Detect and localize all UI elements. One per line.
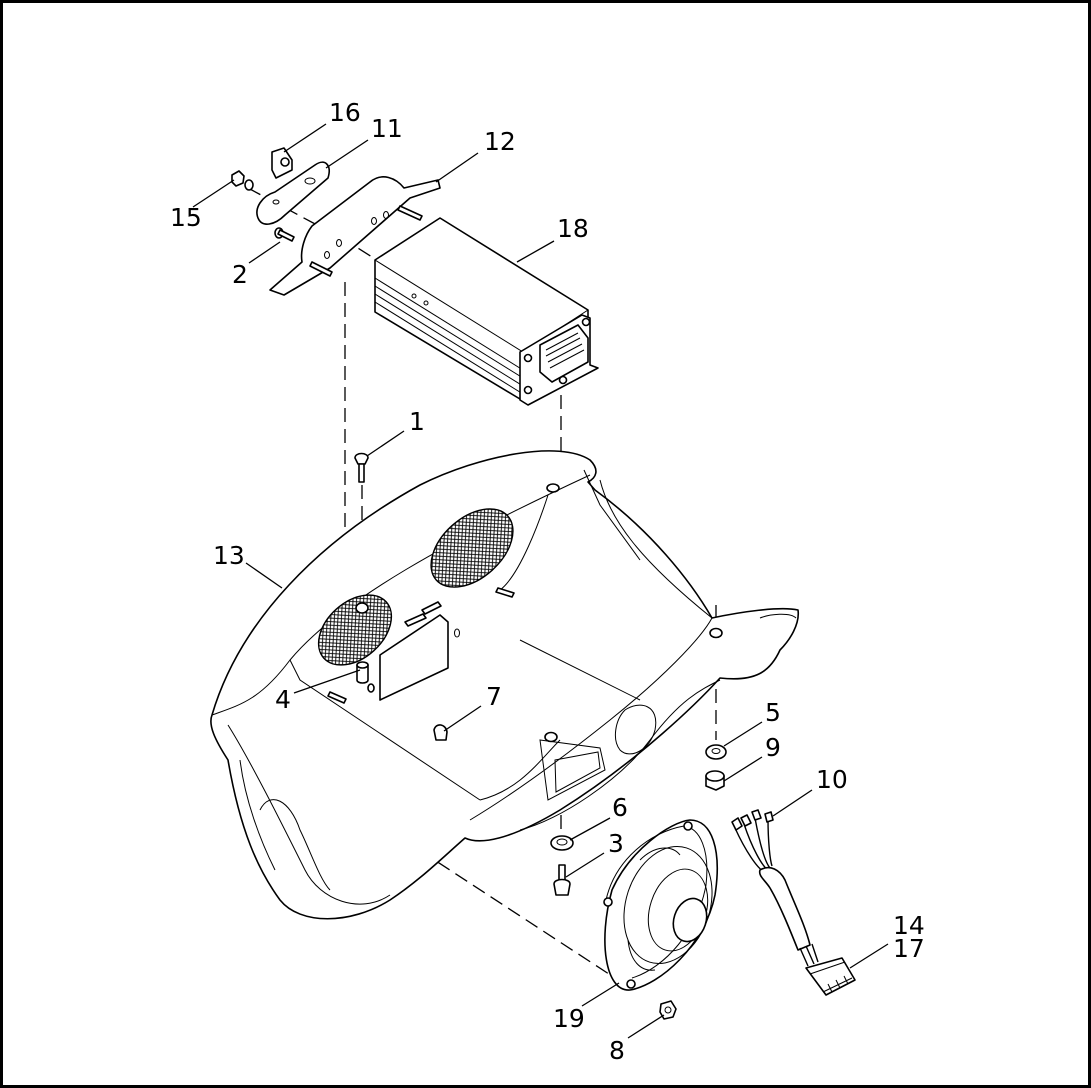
callout-1: 1	[409, 407, 425, 436]
screw-2	[274, 227, 295, 242]
callout-2: 2	[232, 260, 248, 289]
callout-19: 19	[553, 1004, 585, 1033]
callout-12: 12	[484, 127, 516, 156]
wire-harness	[731, 809, 856, 996]
stud-set	[327, 587, 515, 704]
mounting-plate	[256, 161, 330, 225]
callout-10: 10	[816, 765, 848, 794]
callout-13: 13	[213, 541, 245, 570]
nut-9	[705, 770, 725, 791]
callout-16: 16	[329, 98, 361, 127]
amplifier	[374, 217, 599, 406]
fairing	[210, 450, 800, 920]
speaker	[603, 819, 718, 991]
callout-5: 5	[765, 698, 781, 727]
spacer-4	[356, 661, 369, 684]
callout-4: 4	[275, 685, 291, 714]
cap-nut-7	[367, 683, 448, 741]
screw-1	[354, 452, 369, 483]
screw-3	[553, 864, 571, 896]
callout-18: 18	[557, 214, 589, 243]
washer-5	[705, 744, 727, 760]
callout-15: 15	[170, 203, 202, 232]
callout-3: 3	[608, 829, 624, 858]
callout-6: 6	[612, 793, 628, 822]
callout-14: 14	[893, 911, 925, 940]
washer-6	[550, 835, 574, 851]
clip-nut	[271, 147, 293, 179]
nut-and-washer	[231, 170, 254, 191]
mounting-bracket	[269, 176, 441, 296]
callout-9: 9	[765, 733, 781, 762]
leader-lines	[192, 123, 889, 1039]
callout-7: 7	[486, 682, 502, 711]
nut-8	[659, 1000, 677, 1020]
callout-labels: 16 11 12 15 18 2 1 13 4 7 5 9 10 6 3 14 …	[170, 98, 925, 1065]
callout-17: 17	[893, 934, 925, 963]
callout-11: 11	[371, 114, 403, 143]
callout-8: 8	[609, 1036, 625, 1065]
